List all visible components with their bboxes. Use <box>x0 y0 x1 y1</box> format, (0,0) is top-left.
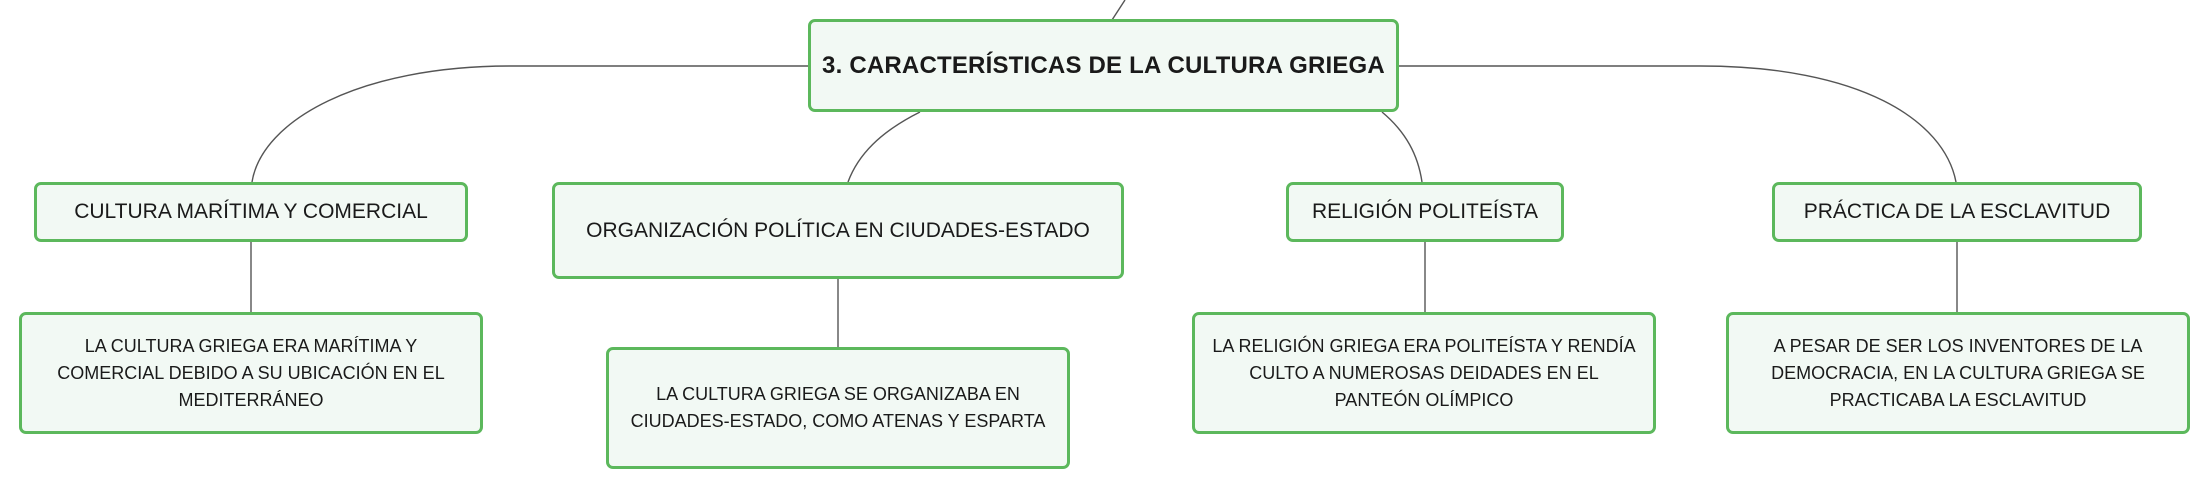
detail-text: LA RELIGIÓN GRIEGA ERA POLITEÍSTA Y REND… <box>1212 335 1636 410</box>
topic-label: RELIGIÓN POLITEÍSTA <box>1312 200 1538 223</box>
detail-cultura-maritima[interactable]: LA CULTURA GRIEGA ERA MARÍTIMA Y COMERCI… <box>19 312 483 434</box>
detail-practica-esclavitud[interactable]: A PESAR DE SER LOS INVENTORES DE LA DEMO… <box>1726 312 2190 434</box>
detail-text: LA CULTURA GRIEGA ERA MARÍTIMA Y COMERCI… <box>57 335 445 410</box>
topic-organizacion-politica[interactable]: ORGANIZACIÓN POLÍTICA EN CIUDADES-ESTADO <box>552 182 1124 279</box>
connector-root-to-branch-1 <box>251 65 808 183</box>
topic-label: ORGANIZACIÓN POLÍTICA EN CIUDADES-ESTADO <box>586 218 1090 242</box>
topic-label: CULTURA MARÍTIMA Y COMERCIAL <box>74 200 428 223</box>
topic-practica-esclavitud[interactable]: PRÁCTICA DE LA ESCLAVITUD <box>1772 182 2142 242</box>
connector-root-to-branch-3 <box>1381 111 1423 183</box>
detail-religion-politeista[interactable]: LA RELIGIÓN GRIEGA ERA POLITEÍSTA Y REND… <box>1192 312 1656 434</box>
topic-cultura-maritima[interactable]: CULTURA MARÍTIMA Y COMERCIAL <box>34 182 468 242</box>
connector-root-to-branch-2 <box>847 111 921 183</box>
root-topic[interactable]: 3. CARACTERÍSTICAS DE LA CULTURA GRIEGA <box>808 19 1399 112</box>
detail-text: LA CULTURA GRIEGA SE ORGANIZABA EN CIUDA… <box>630 384 1046 431</box>
topic-label: PRÁCTICA DE LA ESCLAVITUD <box>1803 200 2111 223</box>
root-topic-label: 3. CARACTERÍSTICAS DE LA CULTURA GRIEGA <box>822 51 1385 79</box>
topic-religion-politeista[interactable]: RELIGIÓN POLITEÍSTA <box>1286 182 1564 242</box>
detail-organizacion-politica[interactable]: LA CULTURA GRIEGA SE ORGANIZABA EN CIUDA… <box>606 347 1070 469</box>
connector-root-to-branch-4 <box>1398 65 1957 183</box>
detail-text: A PESAR DE SER LOS INVENTORES DE LA DEMO… <box>1771 335 2145 410</box>
connector-parent-to-root <box>1111 0 1126 21</box>
